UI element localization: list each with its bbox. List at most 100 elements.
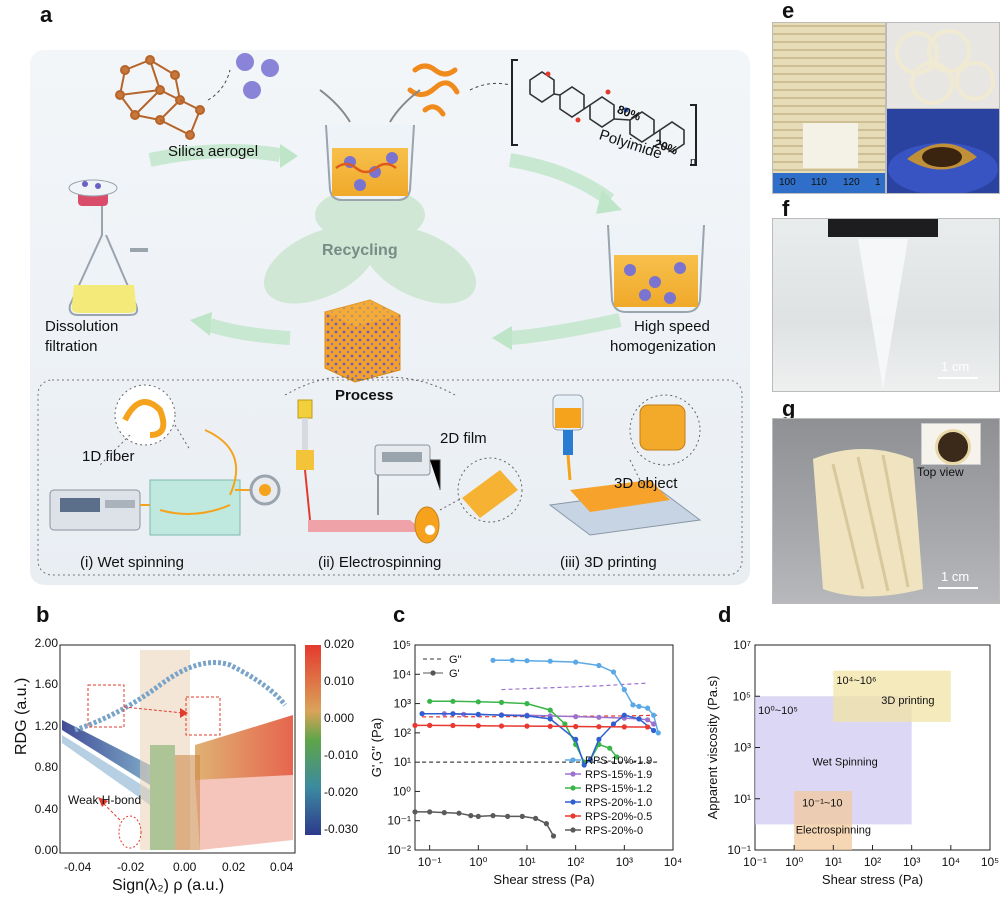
panel-b-ylabel: RDG (a.u.) [13,568,31,755]
data-point [596,736,602,742]
data-point [450,711,456,717]
top-view-inset [921,423,981,465]
b-ytick: 0.40 [34,802,58,816]
rings-drawing [895,29,995,105]
y-tick-label: 10⁻¹ [727,843,751,857]
process-title: Process [335,387,394,404]
x-tick-label: 10⁴ [942,855,961,869]
y-tick-label: 10¹ [734,792,751,806]
data-point [581,762,587,768]
ruler-120: 120 [843,177,860,188]
data-point [596,662,602,669]
y-axis-label: G',G'' (Pa) [369,718,384,777]
ruler-110: 110 [811,177,827,188]
y-tick-label: 10⁰ [393,784,411,798]
data-point [596,724,602,730]
data-point [519,813,525,819]
x-tick-label: 10⁵ [981,855,999,869]
panel-letter-d: d [718,602,732,627]
y-tick-label: 10⁷ [733,638,751,652]
data-point [621,724,627,730]
b-xtick: 0.00 [173,860,197,874]
data-point [490,657,496,663]
data-point [427,809,433,815]
method-wet-spinning: (i) Wet spinning [80,554,184,571]
legend-label: RPS-15%-1.2 [585,783,652,795]
data-point [533,815,539,821]
cbar-tick: 0.010 [324,674,355,688]
cbar-tick: 0.020 [324,637,355,651]
data-point [610,721,617,727]
x-tick-label: 10² [567,855,584,869]
legend-marker [570,785,576,791]
region-range-label: 10⁻¹~10 [802,797,842,809]
data-point [573,714,579,720]
region-name-label: Wet Spinning [813,756,878,768]
cbar-tick: 0.000 [324,711,355,725]
b-ytick: 0.00 [34,843,58,857]
data-point [427,698,433,704]
x-tick-label: 10⁰ [469,855,487,869]
legend-label: RPS-20%-0 [585,825,643,837]
fiber-cone [858,239,908,389]
data-point [562,721,568,727]
data-point [450,722,456,729]
data-point [475,723,481,729]
data-point [505,813,511,819]
b-ytick: 0.80 [34,760,58,774]
recycling-label: Recycling [322,242,398,259]
data-point [524,701,530,707]
b-xtick: 0.02 [222,860,246,874]
data-point [498,712,505,718]
data-point [468,813,474,819]
data-point [498,699,505,705]
legend-marker [570,813,576,819]
data-point [621,712,627,718]
ruler [773,173,885,193]
legend-marker [570,827,576,833]
photo-glove [886,108,1000,194]
region-rect [794,791,853,850]
data-point [412,809,418,815]
x-tick-label: 10¹ [825,855,842,869]
x-tick-label: 10¹ [518,855,535,869]
y-tick-label: 10⁻¹ [387,814,411,828]
data-point [475,699,481,705]
scale-bar-g [938,587,978,589]
top-view-label: Top view [917,465,964,479]
film-label: 2D film [440,430,487,447]
panel-letter-b: b [36,602,50,627]
legend-marker [570,771,576,777]
b-xtick: -0.04 [64,860,92,874]
object-label: 3D object [614,475,678,492]
x-tick-label: 10⁰ [785,855,803,869]
panel-b-ylabel-text: RDG (a.u.) [13,677,30,755]
data-point [498,723,505,729]
data-point [636,703,642,709]
spinneret [828,219,938,237]
region-range-label: 10⁴~10⁶ [836,675,876,687]
repeat-unit-n: n [690,156,697,168]
data-point [550,833,557,839]
data-point [441,810,447,816]
legend-marker [570,757,576,763]
glove-drawing [888,143,998,193]
x-axis-label: Shear stress (Pa) [493,872,594,887]
data-point [547,658,553,664]
data-point [645,724,651,730]
data-point [587,757,593,763]
x-tick-label: 10⁻¹ [743,855,767,869]
y-tick-label: 10⁵ [733,689,751,703]
data-point [547,707,553,713]
data-point [524,713,530,719]
y-tick-label: 10³ [394,697,411,711]
panel-b-xlabel: Sign(λ₂) ρ (a.u.) [112,877,225,894]
x-tick-label: 10³ [616,855,633,869]
data-point [524,723,530,729]
vase-drawing [813,449,923,597]
x-tick-label: 10³ [903,855,920,869]
panel-letter-g: g [782,396,796,421]
data-point [456,810,462,816]
